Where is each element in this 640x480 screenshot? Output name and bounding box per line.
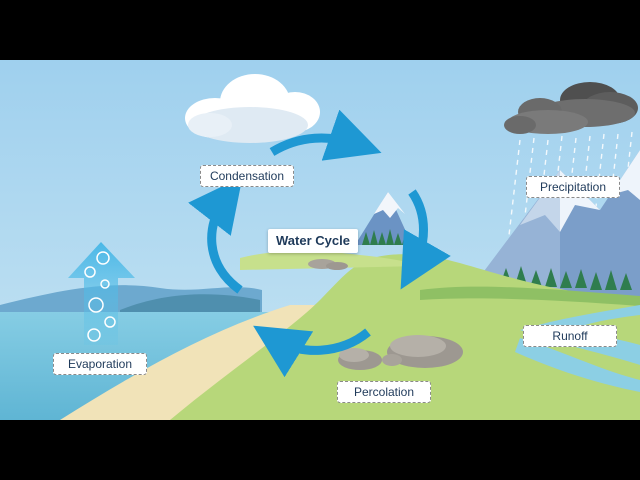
label-evaporation: Evaporation [53, 353, 147, 375]
diagram-title: Water Cycle [268, 229, 358, 253]
top-letterbox [0, 0, 640, 60]
bottom-letterbox [0, 420, 640, 480]
label-runoff: Runoff [523, 325, 617, 347]
label-percolation: Percolation [337, 381, 431, 403]
label-precipitation: Precipitation [526, 176, 620, 198]
label-condensation: Condensation [200, 165, 294, 187]
